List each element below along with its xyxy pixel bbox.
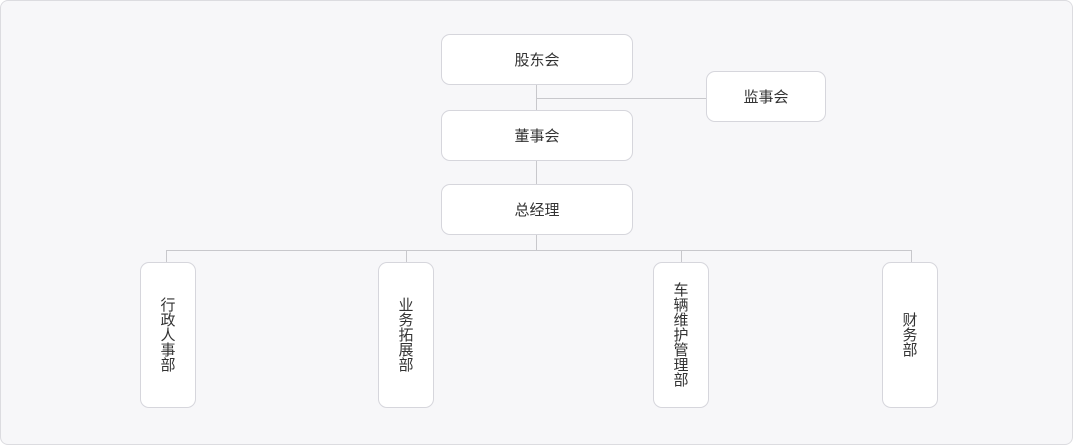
node-supervisors: 监事会 [706,71,826,122]
node-department-admin-hr: 行政人事部 [140,262,196,408]
node-shareholders: 股东会 [441,34,633,85]
department-label: 车辆维护管理部 [673,280,689,389]
node-board: 董事会 [441,110,633,161]
department-label: 财务部 [902,310,918,359]
node-shareholders-label: 股东会 [514,51,560,69]
node-department-vehicle: 车辆维护管理部 [653,262,709,408]
node-department-finance: 财务部 [882,262,938,408]
node-department-business: 业务拓展部 [378,262,434,408]
node-board-label: 董事会 [514,127,560,145]
node-supervisors-label: 监事会 [743,88,789,106]
node-general-manager: 总经理 [441,184,633,235]
department-label: 业务拓展部 [398,295,414,374]
node-general-manager-label: 总经理 [514,201,560,219]
department-label: 行政人事部 [160,295,176,374]
